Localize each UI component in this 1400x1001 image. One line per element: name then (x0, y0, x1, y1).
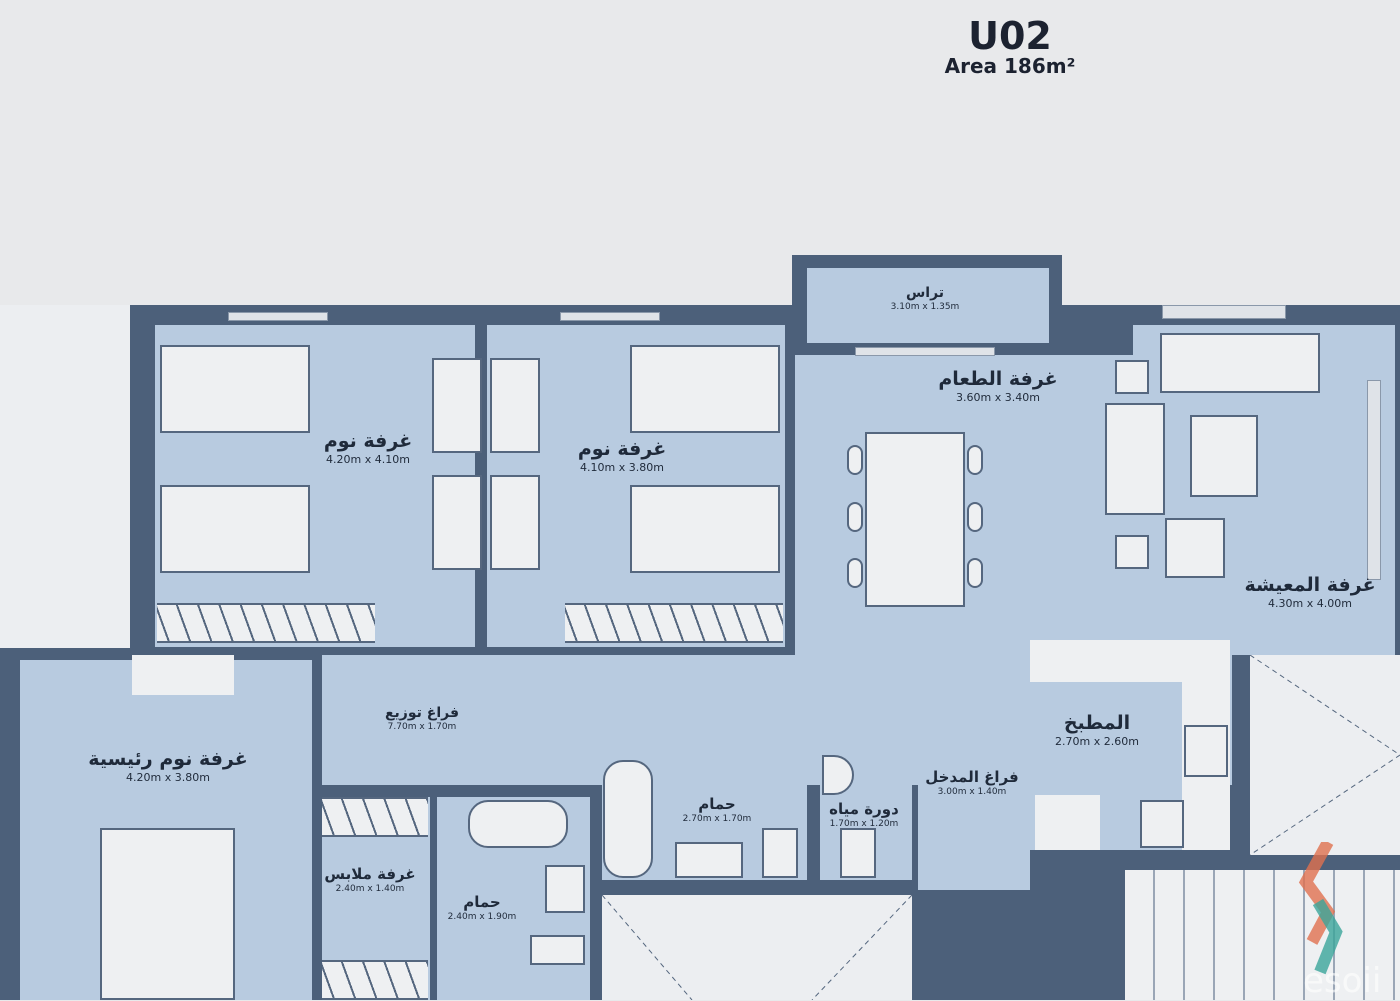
room-entrance (918, 750, 1030, 890)
room-terrace (807, 268, 1049, 343)
kitchen-counter (1035, 795, 1100, 850)
window (1367, 380, 1381, 580)
armchair (1165, 518, 1225, 578)
sink (675, 842, 743, 878)
toilet (530, 935, 585, 965)
toilet (762, 828, 798, 878)
chair (847, 558, 863, 588)
vanity (132, 655, 234, 695)
chair (847, 445, 863, 475)
desk (490, 475, 540, 570)
chair (967, 502, 983, 532)
chair (967, 445, 983, 475)
outer-wall (1230, 640, 1250, 870)
unit-header: U02 Area 186m² (945, 14, 1076, 78)
kitchen-counter (1030, 640, 1230, 682)
wardrobe (322, 797, 428, 837)
bed (630, 345, 780, 433)
shaft (1250, 655, 1400, 855)
sofa (1105, 403, 1165, 515)
chair (967, 558, 983, 588)
sink (822, 755, 854, 795)
window (560, 312, 660, 321)
bathtub (603, 760, 653, 878)
outside-area (0, 305, 130, 648)
desk (490, 358, 540, 453)
wardrobe (565, 603, 783, 643)
chair (847, 502, 863, 532)
lamp-table (1115, 535, 1149, 569)
desk (432, 358, 482, 453)
bed (630, 485, 780, 573)
bed (160, 485, 310, 573)
window (228, 312, 328, 321)
svg-text:esoii: esoii (1303, 961, 1381, 997)
toilet (840, 828, 876, 878)
window (855, 347, 995, 356)
coffee-table (1190, 415, 1258, 497)
watermark-logo: esoii (1298, 839, 1398, 1001)
sink (1140, 800, 1184, 848)
bed (100, 828, 235, 1000)
bed (160, 345, 310, 433)
window (1162, 305, 1286, 319)
dining-table (865, 432, 965, 607)
wardrobe (157, 603, 375, 643)
wardrobe (322, 960, 428, 1000)
stove (1184, 725, 1228, 777)
sink (545, 865, 585, 913)
unit-area: Area 186m² (944, 54, 1076, 78)
shaft (602, 895, 912, 1000)
lamp-table (1115, 360, 1149, 394)
staircase (1125, 870, 1400, 1000)
unit-code: U02 (968, 14, 1052, 58)
bathtub (468, 800, 568, 848)
sofa (1160, 333, 1320, 393)
desk (432, 475, 482, 570)
